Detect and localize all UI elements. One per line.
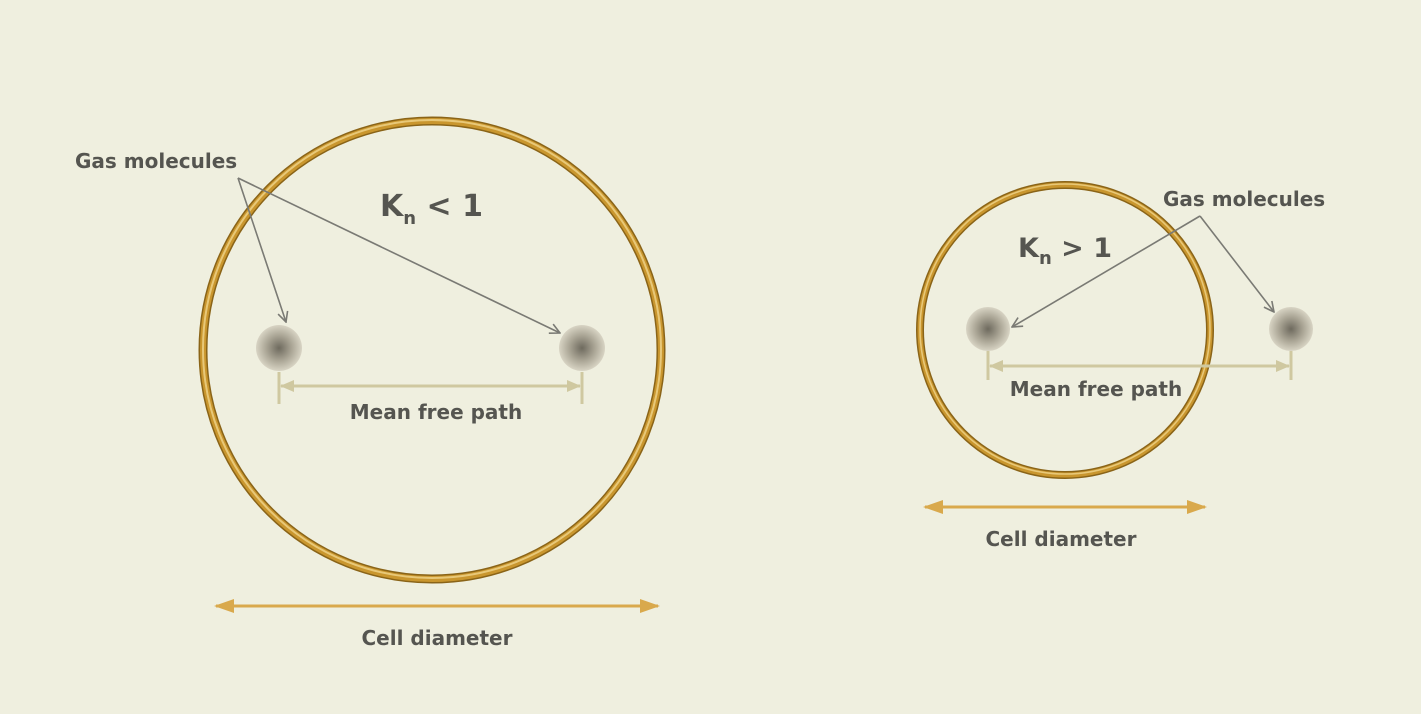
right-mean-free-path-label: Mean free path xyxy=(1010,377,1182,401)
left-gas-molecule-2 xyxy=(559,325,605,371)
right-knudsen-label: Kn > 1 xyxy=(1018,233,1112,269)
right-gas-molecule-1 xyxy=(966,307,1010,351)
right-gas-pointers xyxy=(1012,215,1274,327)
right-cell-ring xyxy=(916,181,1214,479)
right-cell-diameter-label: Cell diameter xyxy=(986,527,1137,551)
left-mean-free-path-arrow xyxy=(277,372,584,404)
left-knudsen-label: Kn < 1 xyxy=(380,189,483,229)
left-gas-pointers xyxy=(237,177,560,333)
left-gas-molecule-1 xyxy=(256,325,302,371)
right-panel: Mean free path Gas molecules Kn > 1 Cell… xyxy=(916,181,1325,551)
right-gas-molecule-2 xyxy=(1269,307,1313,351)
left-cell-diameter-label: Cell diameter xyxy=(362,626,513,650)
left-mean-free-path-label: Mean free path xyxy=(350,400,522,424)
right-mean-free-path-arrow xyxy=(986,351,1293,380)
left-panel: Mean free path Gas molecules Kn < 1 Cell… xyxy=(75,116,666,650)
left-gas-molecules-label: Gas molecules xyxy=(75,149,237,173)
left-cell-ring xyxy=(198,116,666,584)
right-gas-molecules-label: Gas molecules xyxy=(1163,187,1325,211)
